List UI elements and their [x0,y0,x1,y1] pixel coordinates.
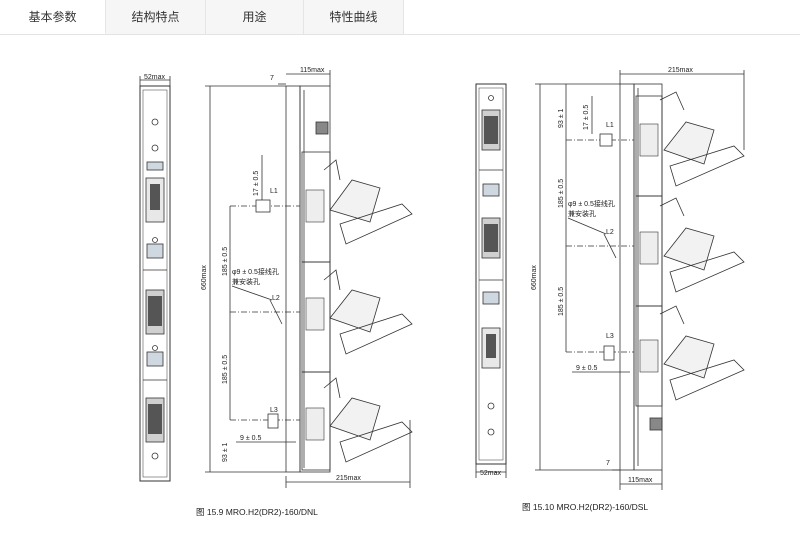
l2-label-dsl: L2 [606,229,614,236]
tab-basic-params[interactable]: 基本参数 [0,0,106,34]
tab-structure[interactable]: 结构特点 [106,0,206,34]
bottom-offset-label-dnl: 93 ± 1 [222,442,229,462]
side-view-dsl [619,83,745,471]
height-label-dsl: 660max [531,265,538,290]
dl1-label-dnl: 17 ± 0.5 [253,171,260,196]
l2-label-dnl: L2 [272,295,280,302]
bottom-width-label-dsl: 115max [628,477,653,484]
figure-dsl: 52max [475,67,745,512]
l3-label-dnl: L3 [270,407,278,414]
top-offset-label-dsl: 93 ± 1 [558,108,565,128]
front-width-label-dsl: 52max [480,470,502,477]
side-view-dnl [285,85,413,473]
hole-note2-dnl: 兼安装孔 [232,277,260,286]
caption-dnl: 图 15.9 MRO.H2(DR2)-160/DNL [196,507,318,517]
bottom-offset-label-dsl: 7 [606,460,610,467]
l1-label-dnl: L1 [270,188,278,195]
hole-note1-dnl: φ9 ± 0.5接线孔 [232,267,279,276]
tab-usage[interactable]: 用途 [206,0,304,34]
hole-note2-dsl: 兼安装孔 [568,209,596,218]
l3-label-dsl: L3 [606,333,614,340]
front-view-dsl [475,83,507,465]
dl3-label-dsl: 9 ± 0.5 [576,365,597,372]
top-width-label-dsl: 215max [668,67,693,74]
l1-label-dsl: L1 [606,122,614,129]
top-width-label-dnl: 115max [300,67,325,74]
dl3-label-dnl: 9 ± 0.5 [240,435,261,442]
hole-note1-dsl: φ9 ± 0.5接线孔 [568,199,615,208]
dl1-label-dsl: 17 ± 0.5 [583,105,590,130]
tab-curves[interactable]: 特性曲线 [304,0,404,34]
technical-drawing: 52max [139,67,745,517]
bottom-width-label-dnl: 215max [336,475,361,482]
front-width-label-dnl: 52max [144,74,166,81]
pitch1-label-dnl: 185 ± 0.5 [222,247,229,276]
tab-bar: 基本参数 结构特点 用途 特性曲线 [0,0,800,35]
pitch1-label-dsl: 185 ± 0.5 [558,179,565,208]
pitch2-label-dsl: 185 ± 0.5 [558,287,565,316]
height-label-dnl: 660max [201,265,208,290]
pitch2-label-dnl: 185 ± 0.5 [222,355,229,384]
front-view-dnl [139,85,171,482]
caption-dsl: 图 15.10 MRO.H2(DR2)-160/DSL [522,502,648,512]
figure-dnl: 52max [139,67,413,517]
top-offset-label-dnl: 7 [270,75,274,82]
